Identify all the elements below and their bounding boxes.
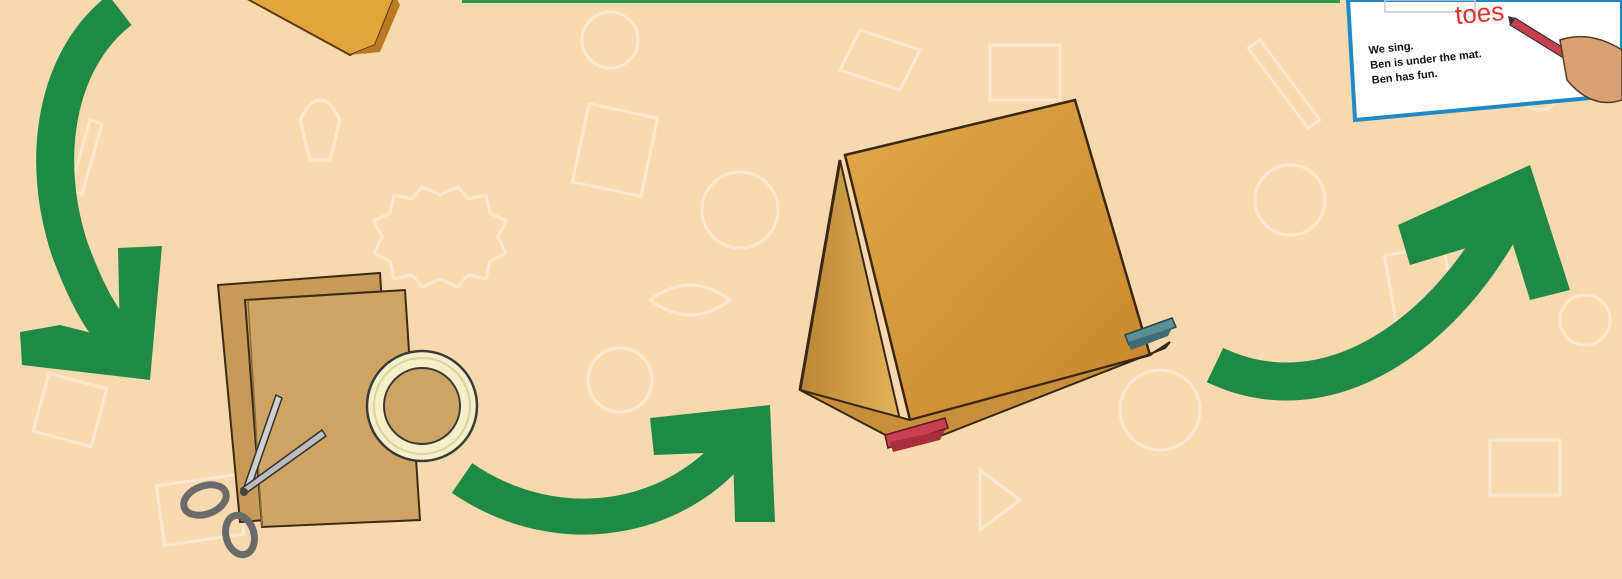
tape-roll-icon [367, 351, 477, 461]
word-card-title: toes [1454, 0, 1506, 31]
cardboard-tent-icon [800, 100, 1176, 452]
flow-arrow-icon [1215, 165, 1570, 382]
flow-arrow-icon [462, 405, 775, 522]
top-bar-edge [462, 0, 1340, 3]
flow-arrow-icon [20, 10, 162, 380]
cardboard-corner-icon [240, 0, 400, 55]
